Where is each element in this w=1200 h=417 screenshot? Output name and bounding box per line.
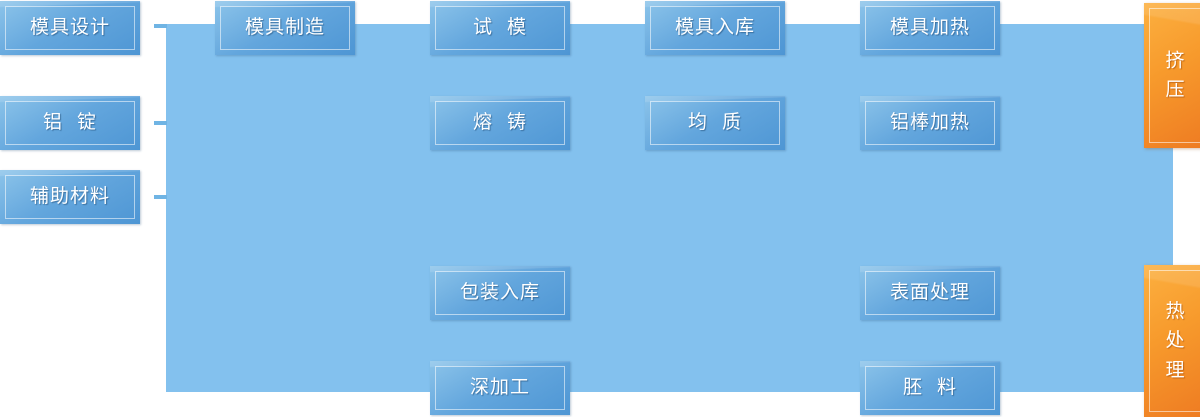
process-node-bar-heating[interactable]: 铝棒加热 [860, 96, 1000, 150]
node-inner-border [865, 101, 995, 145]
process-background-panel [166, 24, 1173, 392]
node-label: 模具制造 [244, 16, 325, 39]
node-label: 胚 料 [902, 376, 958, 399]
process-node-mold-storage[interactable]: 模具入库 [645, 1, 785, 55]
input-node-aluminium-ingot[interactable]: 铝 锭 [0, 96, 140, 150]
node-inner-border [5, 175, 135, 219]
node-label: 模具入库 [674, 16, 755, 39]
node-label: 热处理 [1165, 299, 1185, 381]
process-node-packing-storage[interactable]: 包装入库 [430, 266, 570, 320]
node-label: 挤压 [1165, 49, 1185, 101]
node-label: 铝 锭 [42, 111, 98, 134]
node-label: 铝棒加热 [889, 111, 970, 134]
process-node-mold-trial[interactable]: 试 模 [430, 1, 570, 55]
node-label: 试 模 [472, 16, 528, 39]
process-node-surface-treatment[interactable]: 表面处理 [860, 266, 1000, 320]
process-node-deep-processing[interactable]: 深加工 [430, 361, 570, 415]
process-node-mold-heating[interactable]: 模具加热 [860, 1, 1000, 55]
process-node-melting-casting[interactable]: 熔 铸 [430, 96, 570, 150]
node-inner-border [435, 6, 565, 50]
highlight-node-extrusion[interactable]: 挤压 [1144, 3, 1200, 148]
process-node-billet[interactable]: 胚 料 [860, 361, 1000, 415]
node-inner-border [435, 366, 565, 410]
process-node-mold-manufacture[interactable]: 模具制造 [215, 1, 355, 55]
node-inner-border [5, 101, 135, 145]
node-inner-border [650, 101, 780, 145]
connector-mold-design [154, 24, 167, 28]
node-inner-border [435, 101, 565, 145]
node-label: 包装入库 [459, 281, 540, 304]
node-inner-border [1149, 8, 1200, 143]
process-node-homogenization[interactable]: 均 质 [645, 96, 785, 150]
node-label: 表面处理 [889, 281, 970, 304]
node-label: 模具设计 [29, 16, 110, 39]
node-inner-border [865, 271, 995, 315]
input-node-mold-design[interactable]: 模具设计 [0, 1, 140, 55]
node-inner-border [220, 6, 350, 50]
node-label: 模具加热 [889, 16, 970, 39]
connector-aluminium-ingot [154, 121, 167, 125]
node-label: 均 质 [687, 111, 743, 134]
node-inner-border [865, 366, 995, 410]
node-label: 辅助材料 [29, 185, 110, 208]
node-inner-border [865, 6, 995, 50]
node-inner-border [5, 6, 135, 50]
highlight-node-heat-treatment[interactable]: 热处理 [1144, 265, 1200, 417]
node-label: 熔 铸 [472, 111, 528, 134]
node-inner-border [435, 271, 565, 315]
input-node-auxiliary-material[interactable]: 辅助材料 [0, 170, 140, 224]
node-inner-border [1149, 270, 1200, 412]
node-label: 深加工 [469, 376, 530, 399]
node-inner-border [650, 6, 780, 50]
connector-auxiliary-material [154, 195, 167, 199]
